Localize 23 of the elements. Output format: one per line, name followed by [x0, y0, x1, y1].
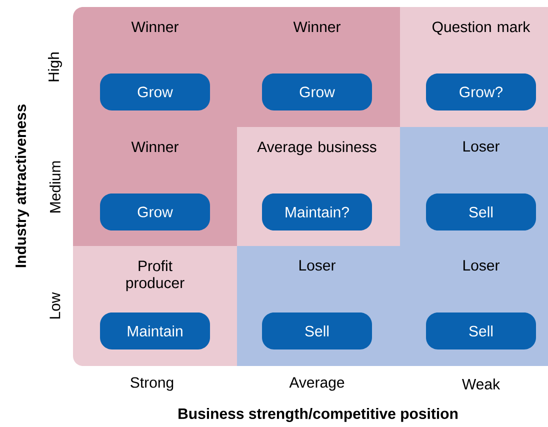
node-label: Loser — [463, 260, 500, 271]
action-button: Maintain — [100, 312, 210, 350]
node-label: Loser — [463, 141, 500, 152]
action-button: Sell — [426, 193, 536, 230]
axis-title: Business strength/competitive position — [178, 408, 458, 422]
action-button: Maintain? — [262, 193, 372, 230]
action-button: Grow — [100, 193, 210, 230]
column-label: Average — [289, 377, 344, 391]
action-button: Sell — [426, 312, 536, 350]
node-label: Winner — [293, 21, 340, 32]
column-label: Strong — [130, 377, 174, 391]
row-label: High — [48, 52, 62, 82]
node-label: Winner — [131, 21, 178, 32]
action-button: Grow — [100, 74, 210, 110]
row-label: Medium — [50, 161, 60, 212]
action-button: Grow? — [426, 74, 536, 110]
node-label: Winner — [131, 141, 178, 152]
action-button: Grow — [262, 74, 372, 110]
axis-title: Industry attractiveness — [15, 104, 29, 268]
row-label: Low — [50, 292, 60, 319]
action-button: Sell — [262, 312, 372, 350]
node-label: Loser — [299, 260, 336, 271]
column-label: Weak — [462, 378, 500, 390]
